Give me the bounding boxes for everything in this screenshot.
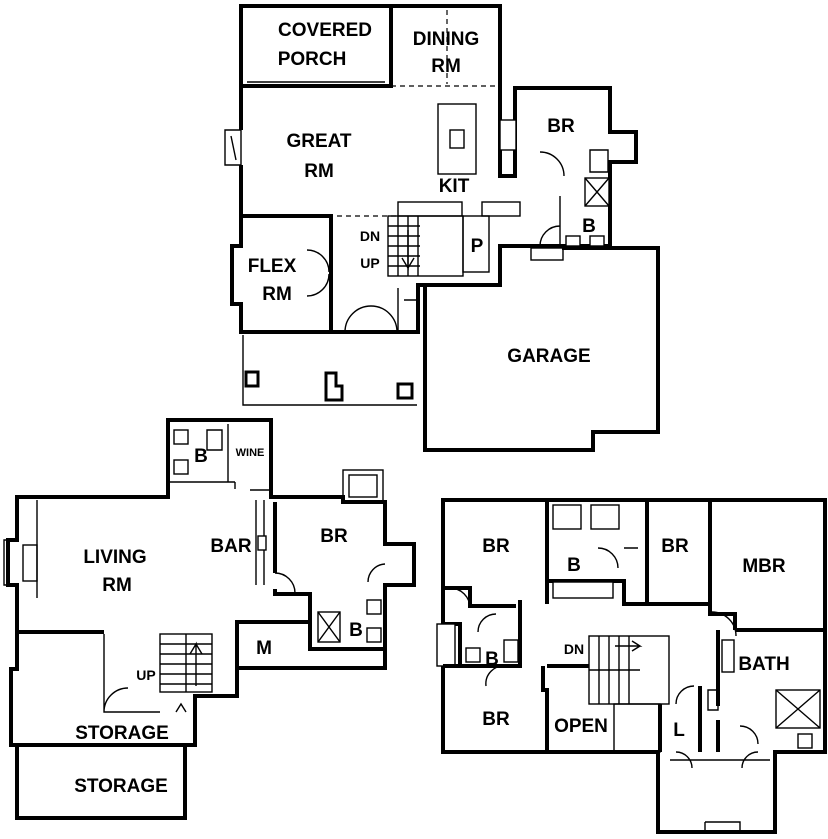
main-bedroom-label: BR — [547, 116, 575, 137]
front-porch — [242, 335, 417, 406]
covered-porch: COVERED PORCH — [239, 4, 393, 88]
covered-porch-label-1: COVERED — [278, 20, 372, 41]
main-floor-plan: COVERED PORCH DINING RM GREAT RM KIT BR … — [224, 4, 660, 452]
upper-stairs — [588, 635, 670, 705]
wine-label: WINE — [236, 447, 265, 459]
lower-bedroom-label: BR — [320, 526, 348, 547]
lower-bath-label: B — [194, 446, 208, 467]
lower-fireplace — [3, 539, 17, 586]
flex-room-label-2: RM — [262, 284, 292, 305]
covered-porch-label-2: PORCH — [278, 49, 347, 70]
main-stairs — [387, 215, 464, 277]
dining-room-label-1: DINING — [413, 29, 480, 50]
lower-stairs-up-label: UP — [136, 667, 155, 683]
garage-label: GARAGE — [507, 346, 590, 367]
dining-room: DINING RM — [391, 4, 502, 88]
dining-room-label-2: RM — [431, 56, 461, 77]
upper-floor-plan: BR B BR MBR B DN BATH — [436, 498, 827, 834]
master-bedroom-label: MBR — [742, 556, 786, 577]
fireplace — [224, 129, 242, 166]
flex-room-label-1: FLEX — [248, 256, 297, 277]
main-floor-outer-wall — [239, 86, 638, 334]
flex-room: FLEX RM — [230, 216, 331, 334]
great-room-label-2: RM — [304, 161, 334, 182]
bedroom-door-swing — [539, 151, 565, 177]
cooktop — [499, 119, 517, 151]
upper-floor-outer-wall — [441, 498, 827, 834]
mechanical-label: M — [256, 638, 272, 659]
upper-stairs-down-label: DN — [564, 641, 584, 657]
storage-2-label: STORAGE — [74, 776, 168, 797]
egress-window-well — [342, 469, 384, 503]
upper-bath-1-label: B — [567, 555, 581, 576]
upper-bedroom-3-label: BR — [482, 709, 510, 730]
open-area-label: OPEN — [554, 716, 608, 737]
pantry-label: P — [471, 236, 484, 257]
lower-level-plan: B WINE BAR LIVING RM BR B M UP ST — [3, 418, 416, 820]
front-entry-doors — [344, 305, 398, 333]
upper-bedroom-1-label: BR — [482, 536, 510, 557]
lower-level-outer-wall — [6, 418, 416, 820]
bar-label: BAR — [210, 536, 251, 557]
upper-bedroom-2-label: BR — [661, 536, 689, 557]
upper-bath-2-label: B — [485, 649, 499, 670]
lower-bath2-label: B — [349, 620, 363, 641]
main-bath-label: B — [582, 216, 596, 237]
main-stairs-up-label: UP — [360, 255, 379, 271]
lower-stairs — [159, 633, 213, 693]
master-bath-label: BATH — [738, 654, 789, 675]
garage: GARAGE — [423, 246, 660, 452]
living-room-label-2: RM — [102, 575, 132, 596]
main-stairs-down-label: DN — [360, 228, 380, 244]
living-room-label-1: LIVING — [83, 547, 146, 568]
great-room-label-1: GREAT — [286, 131, 351, 152]
storage-1-label: STORAGE — [75, 723, 169, 744]
laundry-label: L — [673, 720, 685, 741]
kitchen-label: KIT — [439, 176, 470, 197]
